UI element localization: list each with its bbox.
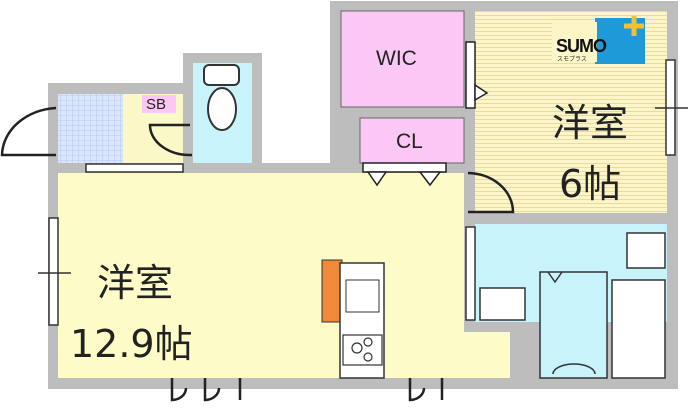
shoe-box-floor bbox=[58, 94, 123, 163]
shoe-box-label-bg bbox=[142, 95, 176, 113]
wash-basin bbox=[479, 287, 526, 321]
kitchen-accent bbox=[321, 259, 343, 323]
logo-text-bg bbox=[552, 22, 597, 62]
kitchen-sink bbox=[345, 279, 380, 313]
closet-label: CL bbox=[396, 130, 423, 153]
main-room-name: 洋室 bbox=[97, 261, 174, 305]
doors bbox=[0, 106, 515, 402]
main-room-floor bbox=[58, 173, 510, 378]
bedroom-name: 洋室 bbox=[552, 101, 629, 145]
stove bbox=[342, 334, 383, 366]
sumo-logo: SUMO bbox=[556, 36, 607, 56]
sumo-logo-subtext: スモプラス bbox=[557, 57, 587, 63]
washing-machine bbox=[626, 232, 666, 269]
logo-plus-icon bbox=[624, 16, 644, 36]
bathroom bbox=[539, 271, 608, 379]
window-marks bbox=[38, 107, 688, 274]
closet-room bbox=[359, 117, 465, 164]
bathtub bbox=[611, 279, 666, 379]
main-room-size: 12.9帖 bbox=[70, 322, 193, 366]
bedroom-size: 6帖 bbox=[559, 162, 622, 206]
toilet-fixture bbox=[203, 64, 240, 131]
bath-fixtures bbox=[547, 271, 596, 375]
wic-room bbox=[340, 10, 465, 108]
shoe-box-label: SB bbox=[146, 96, 167, 113]
wic-label: WIC bbox=[376, 47, 417, 70]
closet-doors bbox=[362, 41, 489, 187]
